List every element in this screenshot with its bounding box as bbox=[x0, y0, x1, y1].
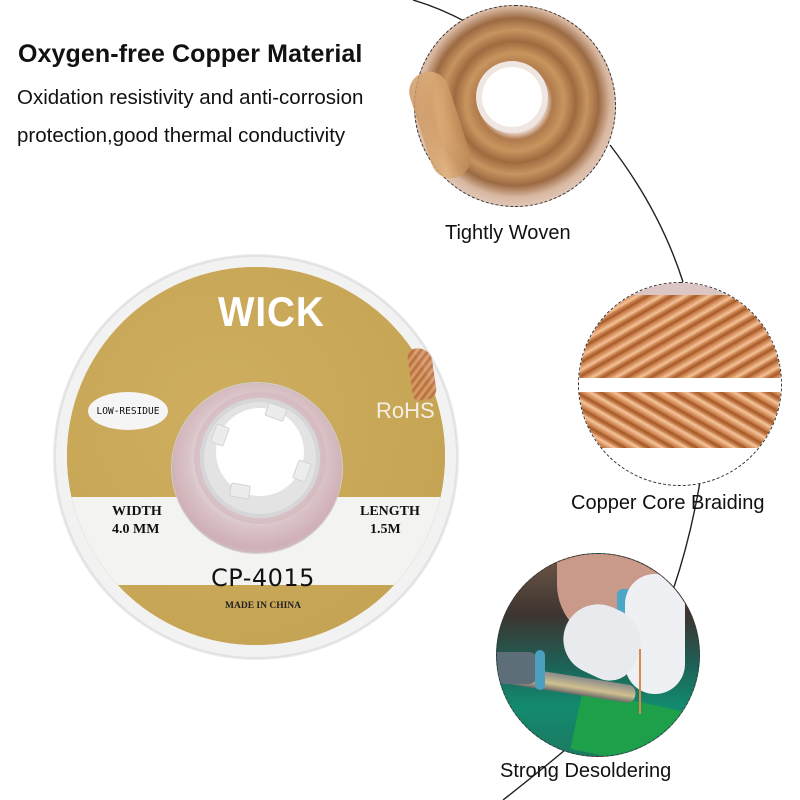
width-spec: WIDTH 4.0 MM bbox=[112, 503, 162, 539]
width-value: 4.0 MM bbox=[112, 522, 160, 537]
spool-hub-hole bbox=[210, 402, 312, 500]
braid-gap bbox=[579, 378, 781, 392]
circuit-board bbox=[570, 690, 699, 756]
desoldering-wick bbox=[639, 649, 641, 714]
copper-braid-upper bbox=[579, 295, 781, 379]
width-label: WIDTH bbox=[112, 504, 162, 519]
rohs-mark: RoHS bbox=[376, 398, 435, 423]
length-value: 1.5M bbox=[370, 522, 401, 537]
description-line-2: protection,good thermal conductivity bbox=[17, 124, 346, 147]
feature-caption-tightly-woven: Tightly Woven bbox=[445, 222, 571, 244]
feature-image-desoldering bbox=[496, 553, 700, 757]
copper-braid-lower bbox=[579, 392, 781, 448]
brand-wick: WICK bbox=[218, 288, 325, 335]
feature-caption-copper-braiding: Copper Core Braiding bbox=[571, 492, 765, 514]
headline: Oxygen-free Copper Material bbox=[18, 40, 363, 68]
low-residue-badge: LOW-RESIDUE bbox=[88, 392, 168, 430]
feature-image-copper-braiding bbox=[578, 282, 782, 486]
soldering-iron-collar bbox=[535, 650, 545, 690]
spool-center-hole bbox=[482, 67, 542, 127]
spool-edge bbox=[579, 283, 781, 297]
length-label: LENGTH bbox=[360, 504, 420, 519]
description-line-1: Oxidation resistivity and anti-corrosion bbox=[17, 86, 364, 109]
origin-text: MADE IN CHINA bbox=[225, 601, 301, 611]
soldering-iron-handle bbox=[497, 652, 537, 684]
length-spec: LENGTH 1.5M bbox=[360, 503, 420, 539]
model-number: CP-4015 bbox=[211, 564, 315, 592]
feature-caption-desoldering: Strong Desoldering bbox=[500, 760, 672, 782]
